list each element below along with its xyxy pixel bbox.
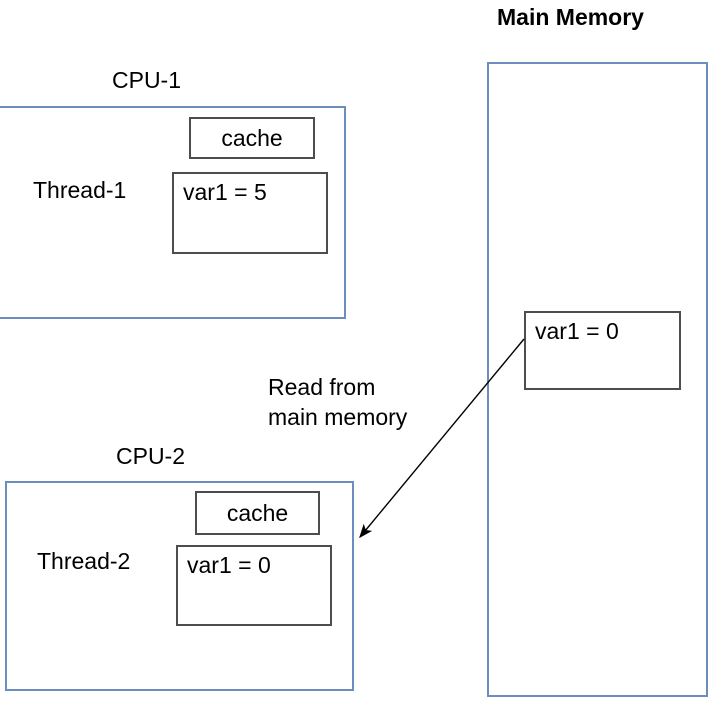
- annotation-line-2: main memory: [268, 404, 408, 430]
- cpu2-title: CPU-2: [116, 443, 186, 469]
- cpu1-title: CPU-1: [112, 67, 182, 93]
- main-memory-var1-label: var1 = 0: [535, 318, 619, 344]
- cpu2-cache-box: cache: [195, 491, 320, 535]
- cpu2-thread-label: Thread-2: [37, 548, 131, 574]
- annotation-line-1: Read from: [268, 374, 376, 400]
- read-from-main-memory-annotation: Read from main memory: [268, 372, 468, 432]
- main-memory-var1-box: var1 = 0: [524, 311, 681, 390]
- cpu1-cache-label: cache: [221, 125, 283, 151]
- main-memory-title: Main Memory: [497, 4, 644, 30]
- cpu1-cache-box: cache: [189, 117, 315, 159]
- cpu2-var1-label: var1 = 0: [187, 552, 271, 578]
- cpu1-var1-box: var1 = 5: [172, 172, 328, 254]
- cpu1-thread-label: Thread-1: [33, 177, 127, 203]
- cpu1-var1-label: var1 = 5: [183, 179, 267, 205]
- cpu2-cache-label: cache: [226, 500, 289, 526]
- cpu2-var1-box: var1 = 0: [176, 545, 332, 626]
